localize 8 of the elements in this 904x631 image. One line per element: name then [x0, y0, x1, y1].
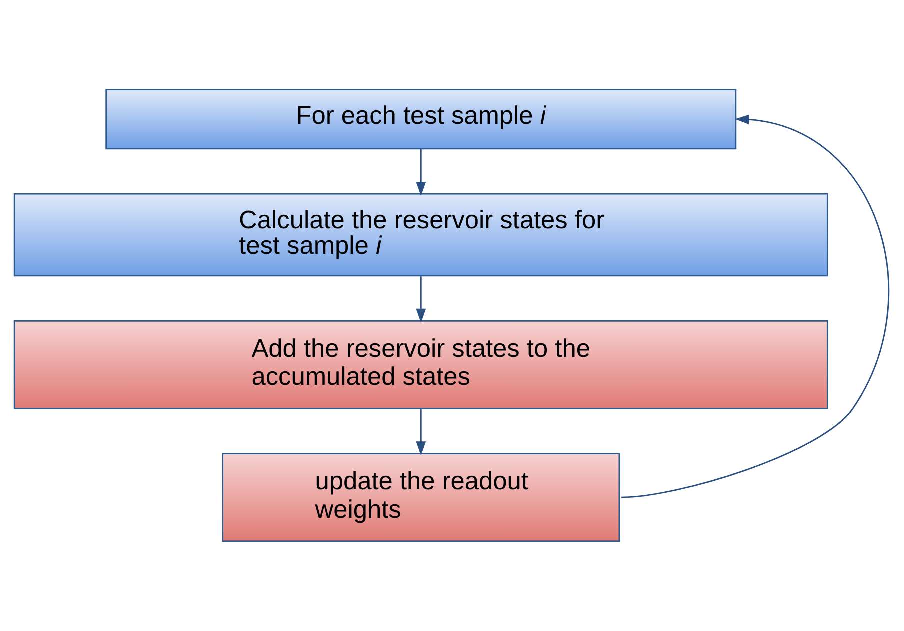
node-box: Add the reservoir states to the accumulated states — [14, 320, 828, 410]
node-box: For each test sample i — [106, 88, 737, 150]
arrow — [622, 114, 890, 498]
arrow — [416, 408, 426, 456]
arrow — [416, 149, 426, 196]
node-box: update the readout weights — [222, 453, 620, 542]
node-box: Calculate the reservoir states for test sample i — [14, 193, 828, 277]
arrow — [416, 276, 426, 324]
